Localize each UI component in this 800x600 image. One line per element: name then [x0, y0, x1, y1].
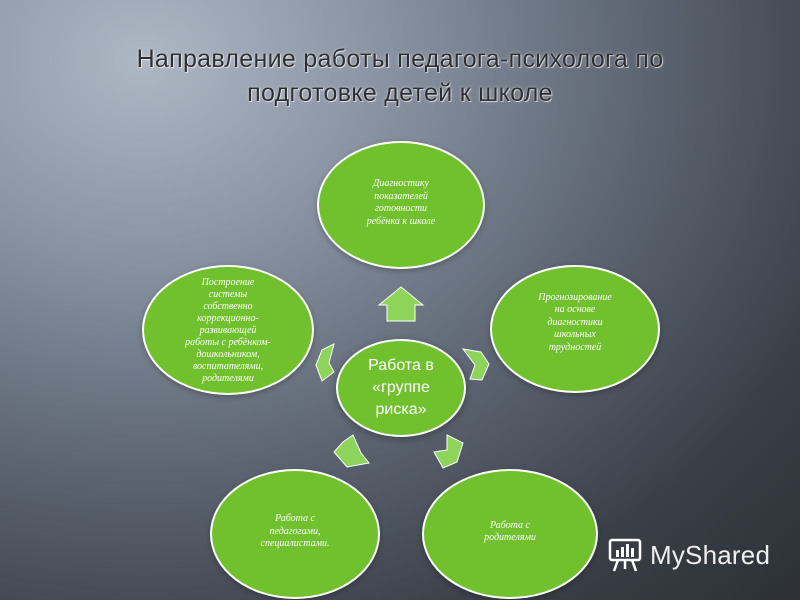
node-diagnostics-text: Диагностику показателей готовности ребён…: [366, 178, 436, 227]
watermark-text: MyShared: [650, 539, 771, 570]
node-correction-system-text: Построение системы собственно коррекцион…: [185, 277, 271, 384]
node-risk-group-center: Работа в «группе риска»: [336, 339, 466, 437]
presentation-board-icon: [608, 538, 642, 572]
slide-title: Направление работы педагога-психолога по…: [60, 42, 740, 110]
node-work-with-parents: Работа с родителями: [422, 469, 598, 599]
slide-title-line-1: Направление работы педагога-психолога по: [136, 45, 664, 73]
myshared-watermark: MyShared: [608, 533, 770, 577]
slide-title-line-2: подготовке детей к школе: [247, 79, 553, 107]
node-forecasting-text: Прогнозирование на основе диагностики шк…: [538, 291, 612, 353]
arrow-to-bottom-left: [333, 434, 370, 468]
node-work-with-teachers: Работа с педагогами, специалистами.: [210, 469, 380, 599]
arrow-to-bottom-right: [433, 434, 464, 469]
node-work-with-parents-text: Работа с родителями: [484, 519, 536, 544]
node-correction-system: Построение системы собственно коррекцион…: [142, 265, 314, 395]
arrow-to-top: [377, 286, 425, 322]
node-work-with-teachers-text: Работа с педагогами, специалистами.: [260, 513, 330, 550]
arrow-to-left: [315, 343, 335, 382]
node-forecasting: Прогнозирование на основе диагностики шк…: [490, 265, 660, 393]
node-risk-group-text: Работа в «группе риска»: [368, 357, 434, 418]
node-diagnostics: Диагностику показателей готовности ребён…: [317, 141, 485, 269]
arrow-to-right: [461, 348, 490, 381]
